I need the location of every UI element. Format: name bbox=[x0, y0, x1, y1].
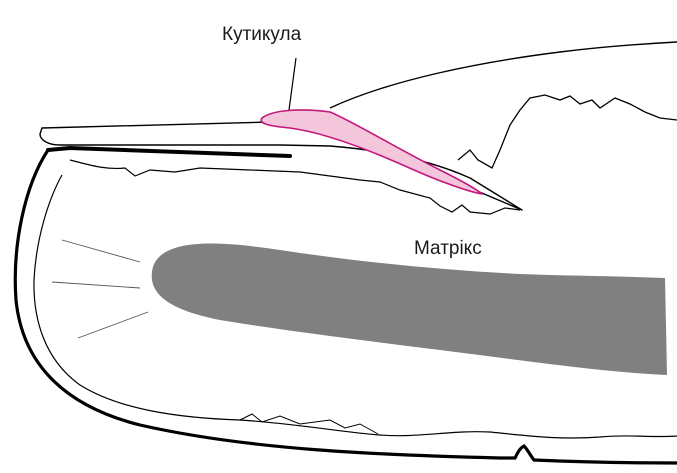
cuticle-label: Кутикула bbox=[222, 24, 302, 45]
matrix-label: Матрікс bbox=[414, 238, 482, 259]
cuticle-leader-line bbox=[289, 58, 296, 110]
soft-tissue-upper bbox=[70, 160, 520, 214]
distal-phalanx-bone bbox=[152, 244, 667, 375]
eponychium-tissue bbox=[458, 95, 677, 168]
fingertip-radiating-lines bbox=[52, 240, 148, 338]
proximal-nail-fold bbox=[330, 42, 677, 108]
nail-plate bbox=[40, 122, 522, 210]
nail-bed-line bbox=[48, 148, 290, 156]
soft-tissue-lower-detail bbox=[240, 414, 378, 434]
